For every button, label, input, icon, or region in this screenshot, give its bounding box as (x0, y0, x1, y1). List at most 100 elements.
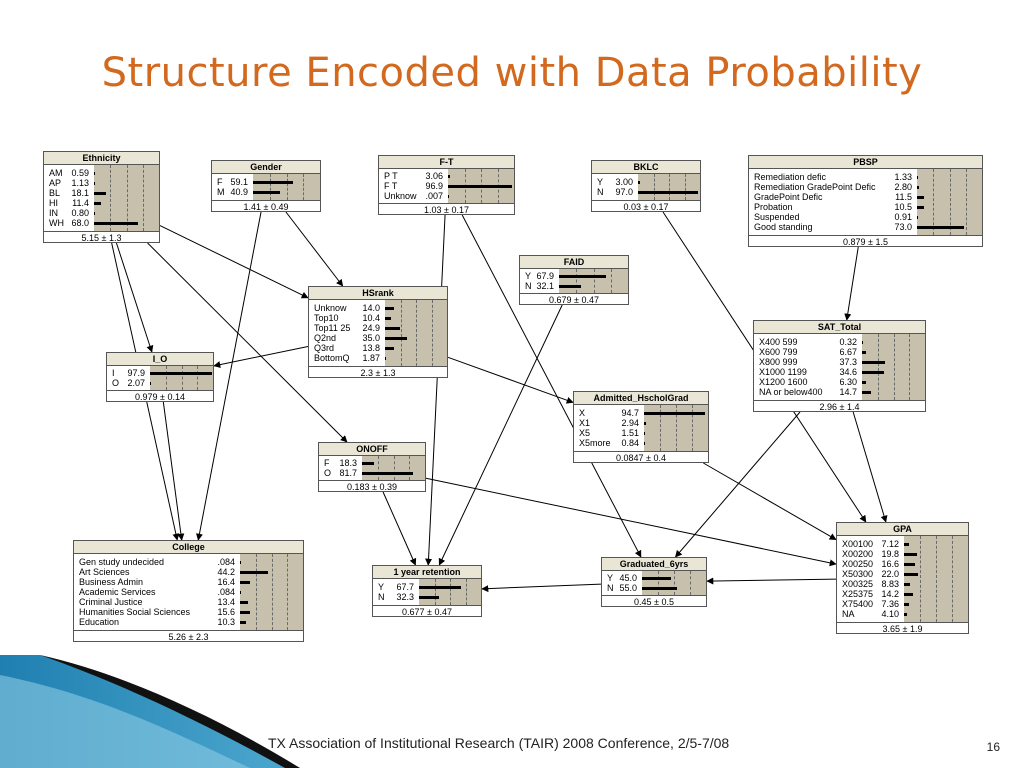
state-label: M (217, 187, 225, 197)
state-probability-bar (642, 587, 678, 590)
grid-line (377, 456, 379, 480)
grid-line (653, 174, 655, 200)
state-probability-bar (904, 553, 917, 556)
state-probability-bar (862, 351, 867, 354)
state-value: 4.10 (881, 609, 899, 619)
state-value: 8.83 (881, 579, 899, 589)
node-summary: 0.183 ± 0.39 (319, 480, 425, 493)
state-value: .084 (217, 587, 235, 597)
node-title: Ethnicity (44, 152, 159, 165)
grid-line (690, 571, 691, 595)
edge-ethnicity-to-io (115, 242, 154, 353)
slide-title: Structure Encoded with Data Probability (101, 50, 923, 96)
footer-conference: TX Association of Institutional Research… (268, 735, 730, 751)
state-probability-bar (638, 181, 640, 184)
state-label: WH (49, 218, 64, 228)
state-value: 44.2 (217, 567, 235, 577)
state-value: 32.3 (396, 592, 414, 602)
grid-line (393, 456, 395, 480)
state-row: Gen study undecided.084 (74, 557, 303, 567)
grid-line (952, 536, 953, 622)
node-title: BKLC (592, 161, 700, 174)
state-label: Q3rd (314, 343, 335, 353)
state-label: Good standing (754, 222, 813, 232)
edge-gender-to-college (196, 211, 262, 541)
state-probability-bar (94, 192, 106, 195)
state-value: 2.80 (894, 182, 912, 192)
state-value: 0.91 (894, 212, 912, 222)
edge-graduated-to-retention (481, 583, 602, 593)
node-title: Graduated_6yrs (602, 558, 706, 571)
state-value: 0.84 (621, 438, 639, 448)
node-summary: 1.41 ± 0.49 (212, 200, 320, 213)
state-label: AP (49, 178, 62, 188)
state-probability-bar (240, 571, 268, 574)
state-probability-bar (419, 586, 461, 589)
state-value: 0.32 (839, 337, 857, 347)
state-value: 2.07 (127, 378, 145, 388)
state-value: 97.0 (615, 187, 633, 197)
node-summary: 0.0847 ± 0.4 (574, 451, 708, 464)
grid-line (949, 169, 951, 235)
decorative-swoosh (0, 655, 300, 768)
state-label: Gen study undecided (79, 557, 165, 567)
state-probability-bar (448, 185, 512, 188)
state-label: IN (49, 208, 58, 218)
state-value: 0.59 (71, 168, 89, 178)
node-summary: 0.679 ± 0.47 (520, 293, 628, 306)
state-label: Art Sciences (79, 567, 130, 577)
state-label: F T (384, 181, 398, 191)
state-value: .007 (425, 191, 443, 201)
state-value: 22.0 (881, 569, 899, 579)
state-value: 67.7 (396, 582, 414, 592)
state-probability-bar (644, 412, 705, 415)
state-probability-bar (94, 212, 95, 215)
edge-hsrank-to-io (213, 345, 309, 369)
node-title: College (74, 541, 303, 554)
node-title: I_O (107, 353, 213, 366)
state-probability-bar (904, 543, 909, 546)
state-label: AM (49, 168, 63, 178)
node-title: GPA (837, 523, 968, 536)
state-probability-bar (448, 175, 451, 178)
grid-line (165, 366, 167, 390)
grid-line (920, 536, 921, 622)
state-label: HI (49, 198, 58, 208)
grid-line (271, 554, 273, 630)
state-label: O (324, 468, 332, 478)
state-value: 10.4 (362, 313, 380, 323)
state-value: 67.9 (536, 271, 554, 281)
